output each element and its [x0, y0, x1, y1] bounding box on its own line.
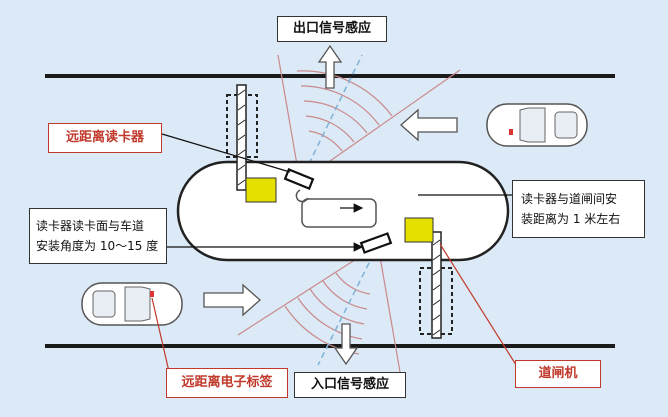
- barrier-callout-line: [439, 243, 519, 369]
- entry-direction-arrow: [203, 283, 261, 317]
- angle-note: 读卡器读卡面与车道 安装角度为 10～15 度: [29, 208, 167, 264]
- bottom-barrier-arm: [431, 231, 442, 339]
- entry-car: [81, 282, 183, 326]
- top-reader: [283, 168, 315, 190]
- entry-signal-label: 入口信号感应: [294, 372, 406, 398]
- distance-note-line-1: 读卡器与道闸间安: [521, 192, 618, 206]
- distance-note: 读卡器与道闸间安 装距离为 1 米左右: [512, 180, 645, 238]
- tag-callout-line: [151, 297, 171, 377]
- angle-note-line-1: 读卡器读卡面与车道: [36, 219, 145, 233]
- remote-tag-label: 远距离电子标签: [166, 368, 288, 398]
- remote-reader-text: 远距离读卡器: [65, 130, 144, 145]
- exit-up-arrow: [317, 44, 343, 89]
- distance-note-line-2: 装距离为 1 米左右: [521, 212, 621, 226]
- exit-signal-text: 出口信号感应: [292, 21, 371, 36]
- exit-signal-label: 出口信号感应: [277, 16, 387, 42]
- top-barrier-yellow-box: [245, 177, 277, 203]
- exit-direction-arrow: [400, 108, 458, 142]
- remote-reader-label: 远距离读卡器: [48, 123, 162, 153]
- entry-down-arrow: [333, 323, 359, 366]
- bottom-barrier-yellow-box: [404, 217, 434, 243]
- remote-tag-text: 远距离电子标签: [181, 375, 273, 390]
- barrier-text: 道闸机: [538, 366, 578, 381]
- entry-axis: [317, 244, 379, 366]
- exit-car: [486, 103, 588, 147]
- island-car: [295, 189, 377, 228]
- barrier-label: 道闸机: [515, 360, 601, 388]
- angle-note-line-2: 安装角度为 10～15 度: [36, 239, 159, 253]
- entry-signal-text: 入口信号感应: [310, 377, 389, 392]
- central-island: [176, 160, 510, 262]
- reader-callout-line: [161, 133, 291, 173]
